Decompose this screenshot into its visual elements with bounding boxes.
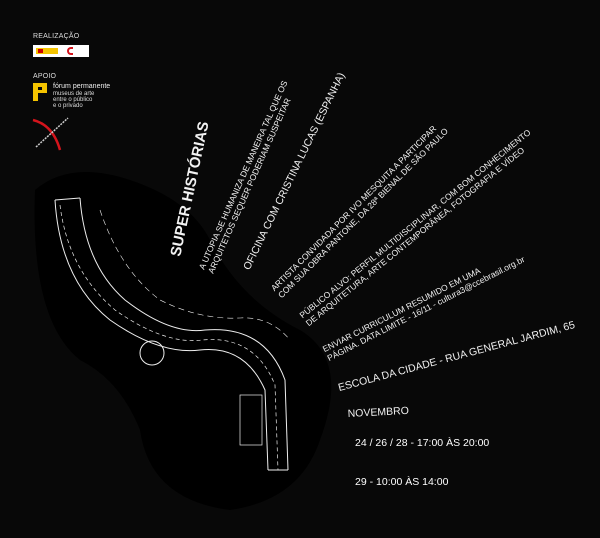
escola-logo-icon bbox=[32, 117, 69, 151]
sponsor-logos bbox=[33, 45, 89, 57]
forum-logo-icon bbox=[33, 83, 51, 101]
apoio-label: APOIO bbox=[33, 73, 57, 80]
forum-line: entre o público bbox=[53, 97, 93, 103]
forum-title: fórum permanente bbox=[53, 83, 111, 90]
forum-line: e o privado bbox=[53, 103, 83, 109]
dates-weekday: 24 / 26 / 28 - 17:00 ÀS 20:00 bbox=[355, 437, 490, 449]
realizacao-label: REALIZAÇÃO bbox=[33, 33, 80, 40]
dates-saturday: 29 - 10:00 ÀS 14:00 bbox=[355, 476, 449, 488]
cce-logo bbox=[67, 47, 73, 55]
spain-logo bbox=[36, 48, 58, 54]
forum-line: museus de arte bbox=[53, 91, 95, 97]
